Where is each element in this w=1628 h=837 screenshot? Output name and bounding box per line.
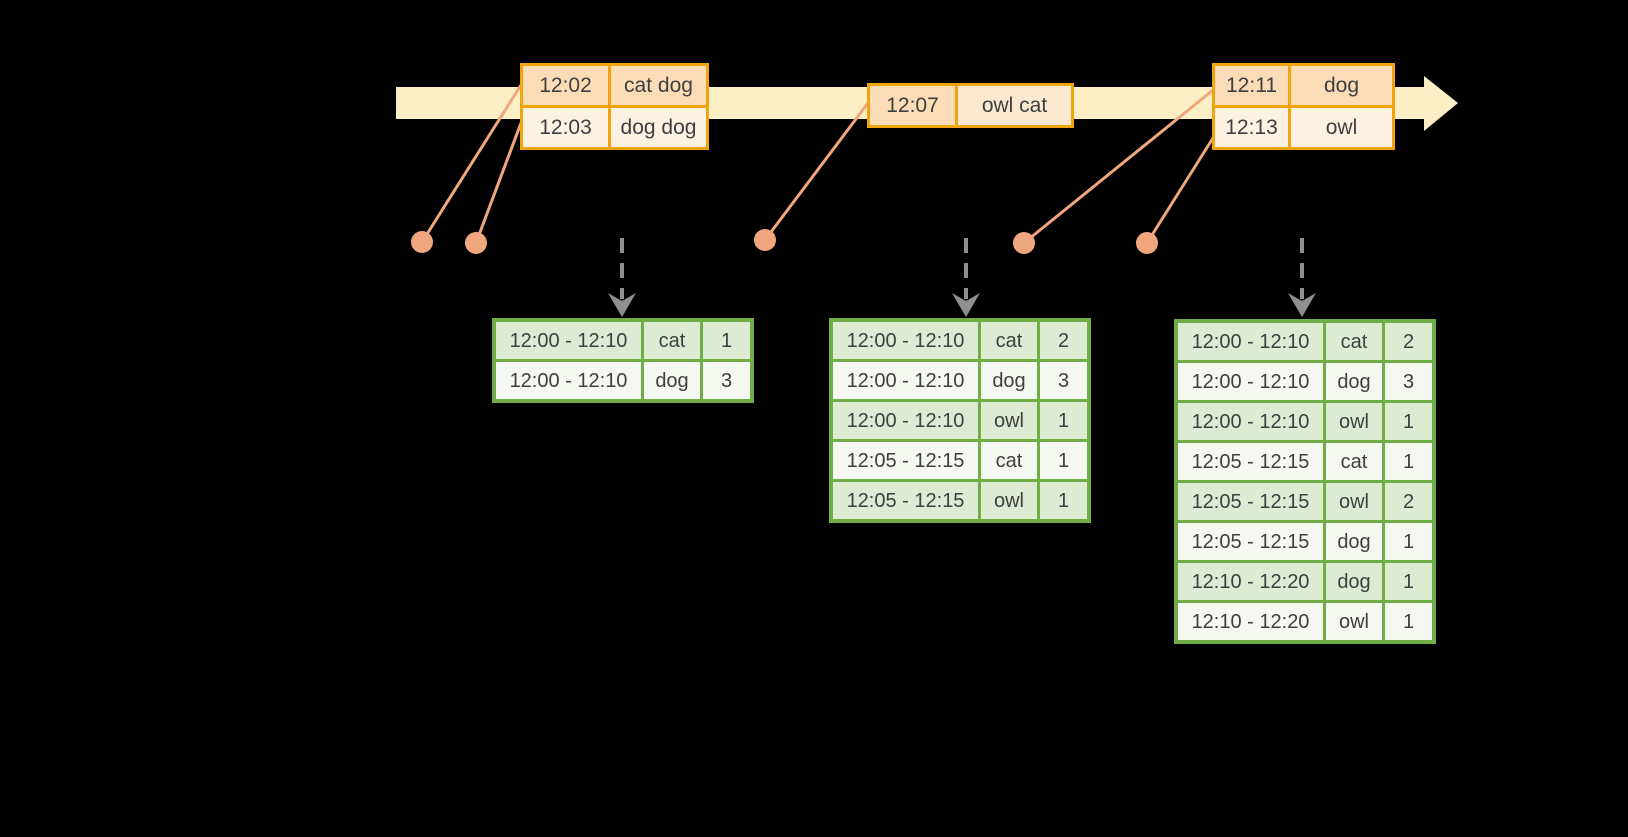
table-cell: 12:11 — [1215, 66, 1288, 105]
table-cell: 12:05 - 12:15 — [833, 442, 978, 479]
table-cell: owl — [981, 482, 1037, 519]
table-cell: dog — [644, 362, 700, 399]
event-dot-1 — [411, 231, 433, 253]
table-cell: 2 — [1385, 483, 1432, 520]
event-dot-4 — [1013, 232, 1035, 254]
table-cell: cat — [981, 322, 1037, 359]
table-cell: 1 — [703, 322, 750, 359]
event-dot-3 — [754, 229, 776, 251]
table-cell: 12:02 — [523, 66, 608, 105]
table-cell: 12:07 — [870, 86, 955, 125]
table-cell: owl cat — [958, 86, 1071, 125]
table-cell: owl — [981, 402, 1037, 439]
table-cell: 3 — [1040, 362, 1087, 399]
connector-line-5 — [1145, 137, 1215, 244]
table-cell: 1 — [1385, 403, 1432, 440]
table-cell: 12:03 — [523, 108, 608, 147]
table-cell: 12:10 - 12:20 — [1178, 603, 1323, 640]
table-cell: 12:13 — [1215, 108, 1288, 147]
table-cell: 12:10 - 12:20 — [1178, 563, 1323, 600]
table-cell: owl — [1326, 403, 1382, 440]
table-cell: dog — [981, 362, 1037, 399]
table-cell: dog — [1326, 563, 1382, 600]
connector-line-2 — [474, 122, 523, 244]
connector-line-3 — [763, 102, 870, 241]
table-cell: 1 — [1385, 563, 1432, 600]
table-cell: 12:00 - 12:10 — [833, 362, 978, 399]
trigger-arrow-2 — [952, 238, 980, 317]
table-cell: cat — [644, 322, 700, 359]
table-cell: 1 — [1040, 482, 1087, 519]
timeline-arrow-head-icon — [1424, 76, 1458, 131]
table-cell: dog dog — [611, 108, 706, 147]
table-cell: 12:00 - 12:10 — [1178, 363, 1323, 400]
table-cell: 12:05 - 12:15 — [1178, 443, 1323, 480]
table-cell: cat — [1326, 323, 1382, 360]
table-cell: 12:05 - 12:15 — [1178, 523, 1323, 560]
table-cell: cat dog — [611, 66, 706, 105]
event-dot-5 — [1136, 232, 1158, 254]
trigger-arrow-1 — [608, 238, 636, 317]
table-cell: 2 — [1040, 322, 1087, 359]
table-cell: 1 — [1385, 523, 1432, 560]
table-cell: 12:00 - 12:10 — [496, 362, 641, 399]
table-cell: owl — [1326, 483, 1382, 520]
table-cell: cat — [981, 442, 1037, 479]
table-cell: 2 — [1385, 323, 1432, 360]
table-cell: owl — [1291, 108, 1392, 147]
event-dot-2 — [465, 232, 487, 254]
table-cell: 12:00 - 12:10 — [496, 322, 641, 359]
table-cell: dog — [1326, 363, 1382, 400]
table-cell: 12:00 - 12:10 — [1178, 323, 1323, 360]
table-cell: 12:05 - 12:15 — [833, 482, 978, 519]
table-cell: 1 — [1385, 603, 1432, 640]
table-cell: 1 — [1040, 442, 1087, 479]
table-cell: cat — [1326, 443, 1382, 480]
table-cell: 12:00 - 12:10 — [833, 322, 978, 359]
table-cell: 1 — [1385, 443, 1432, 480]
table-cell: 12:00 - 12:10 — [833, 402, 978, 439]
table-cell: 12:05 - 12:15 — [1178, 483, 1323, 520]
table-cell: owl — [1326, 603, 1382, 640]
table-cell: 3 — [1385, 363, 1432, 400]
table-cell: dog — [1326, 523, 1382, 560]
table-cell: 12:00 - 12:10 — [1178, 403, 1323, 440]
table-cell: dog — [1291, 66, 1392, 105]
trigger-arrow-3 — [1288, 238, 1316, 317]
table-cell: 3 — [703, 362, 750, 399]
table-cell: 1 — [1040, 402, 1087, 439]
